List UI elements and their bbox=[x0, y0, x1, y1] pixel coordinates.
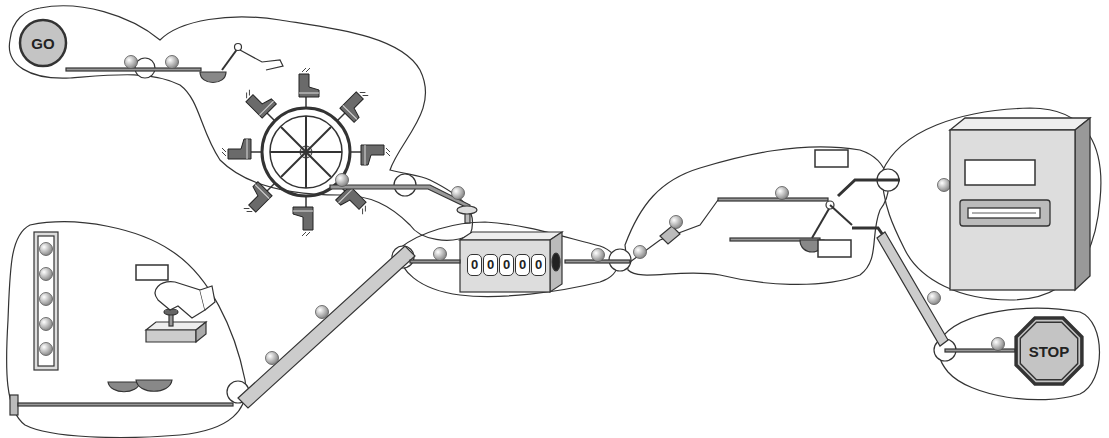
counter-digit: 0 bbox=[531, 254, 546, 276]
counter-digit: 0 bbox=[467, 254, 482, 276]
node-label: STOP bbox=[1029, 343, 1070, 360]
region-outline bbox=[7, 6, 1101, 438]
start-node: GO bbox=[18, 18, 68, 68]
counter-digit: 0 bbox=[483, 254, 498, 276]
node-label: GO bbox=[31, 35, 54, 52]
counter-digit: 0 bbox=[515, 254, 530, 276]
counter-digit: 0 bbox=[499, 254, 514, 276]
stop-node: STOP bbox=[1014, 316, 1084, 386]
